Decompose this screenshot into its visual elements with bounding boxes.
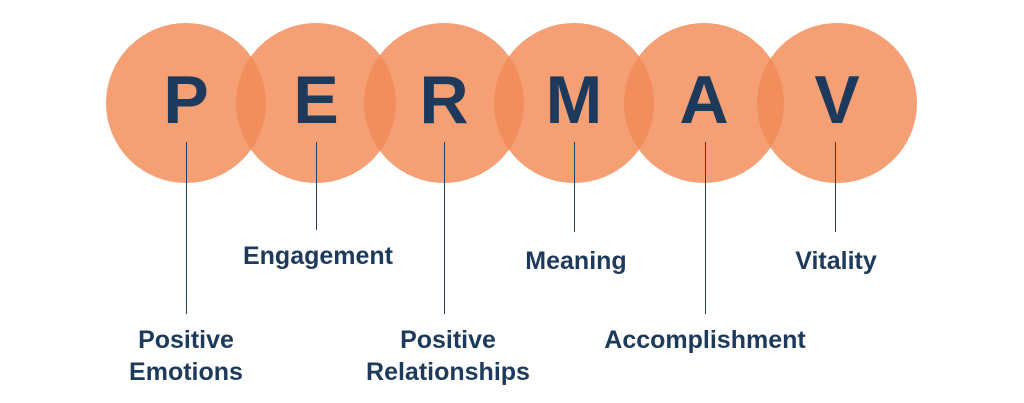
connector-e	[316, 142, 317, 230]
label-line: Emotions	[129, 358, 243, 386]
letter-a: A	[679, 62, 729, 138]
letter-v: V	[814, 62, 860, 138]
letter-p: P	[163, 62, 209, 138]
label-line: Relationships	[366, 358, 530, 386]
label-line: Positive	[138, 326, 234, 354]
connector-r	[444, 142, 445, 314]
circle-m	[494, 23, 654, 183]
label-line: Positive	[400, 326, 496, 354]
label-line: Vitality	[795, 247, 877, 275]
label-vitality: Vitality	[766, 245, 906, 277]
circle-r	[364, 23, 524, 183]
label-positive-relationships: Positive Relationships	[340, 324, 556, 388]
label-line: Accomplishment	[604, 326, 806, 354]
connector-p	[186, 142, 187, 314]
letter-r: R	[419, 62, 469, 138]
label-positive-emotions: Positive Emotions	[100, 324, 272, 388]
circle-e	[236, 23, 396, 183]
label-line: Engagement	[242, 242, 394, 270]
label-engagement: Engagement	[210, 240, 426, 272]
connector-a	[705, 142, 706, 314]
letter-e: E	[293, 62, 339, 138]
connector-v	[835, 142, 836, 232]
circle-p	[106, 23, 266, 183]
label-meaning: Meaning	[496, 245, 656, 277]
label-line: Meaning	[525, 247, 627, 275]
connector-m	[574, 142, 575, 232]
circle-a	[624, 23, 784, 183]
label-accomplishment: Accomplishment	[580, 324, 830, 356]
circle-v	[757, 23, 917, 183]
letter-m: M	[545, 62, 603, 138]
